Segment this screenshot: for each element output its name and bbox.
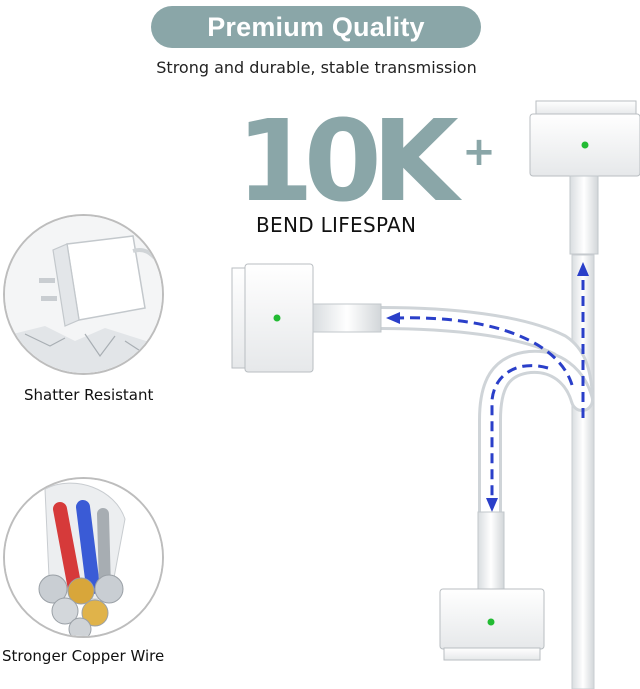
flex-arrows	[394, 272, 585, 500]
bend-lifespan-label: BEND LIFESPAN	[256, 213, 417, 237]
left-connector	[231, 263, 382, 373]
shatter-resistant-inset	[3, 214, 164, 375]
copper-wire-inset	[3, 477, 164, 638]
arrow-heads	[386, 262, 589, 512]
plus-sign: +	[462, 129, 496, 175]
power-adapter-icon	[5, 216, 162, 373]
subtitle: Strong and durable, stable transmission	[156, 58, 477, 77]
copper-wire-icon	[5, 479, 162, 636]
premium-quality-banner: Premium Quality	[151, 6, 481, 48]
bend-count: 10K	[236, 100, 459, 224]
copper-wire-caption: Stronger Copper Wire	[2, 647, 165, 665]
bottom-connector	[439, 511, 545, 661]
shatter-resistant-caption: Shatter Resistant	[24, 386, 154, 404]
top-connector	[529, 100, 640, 255]
